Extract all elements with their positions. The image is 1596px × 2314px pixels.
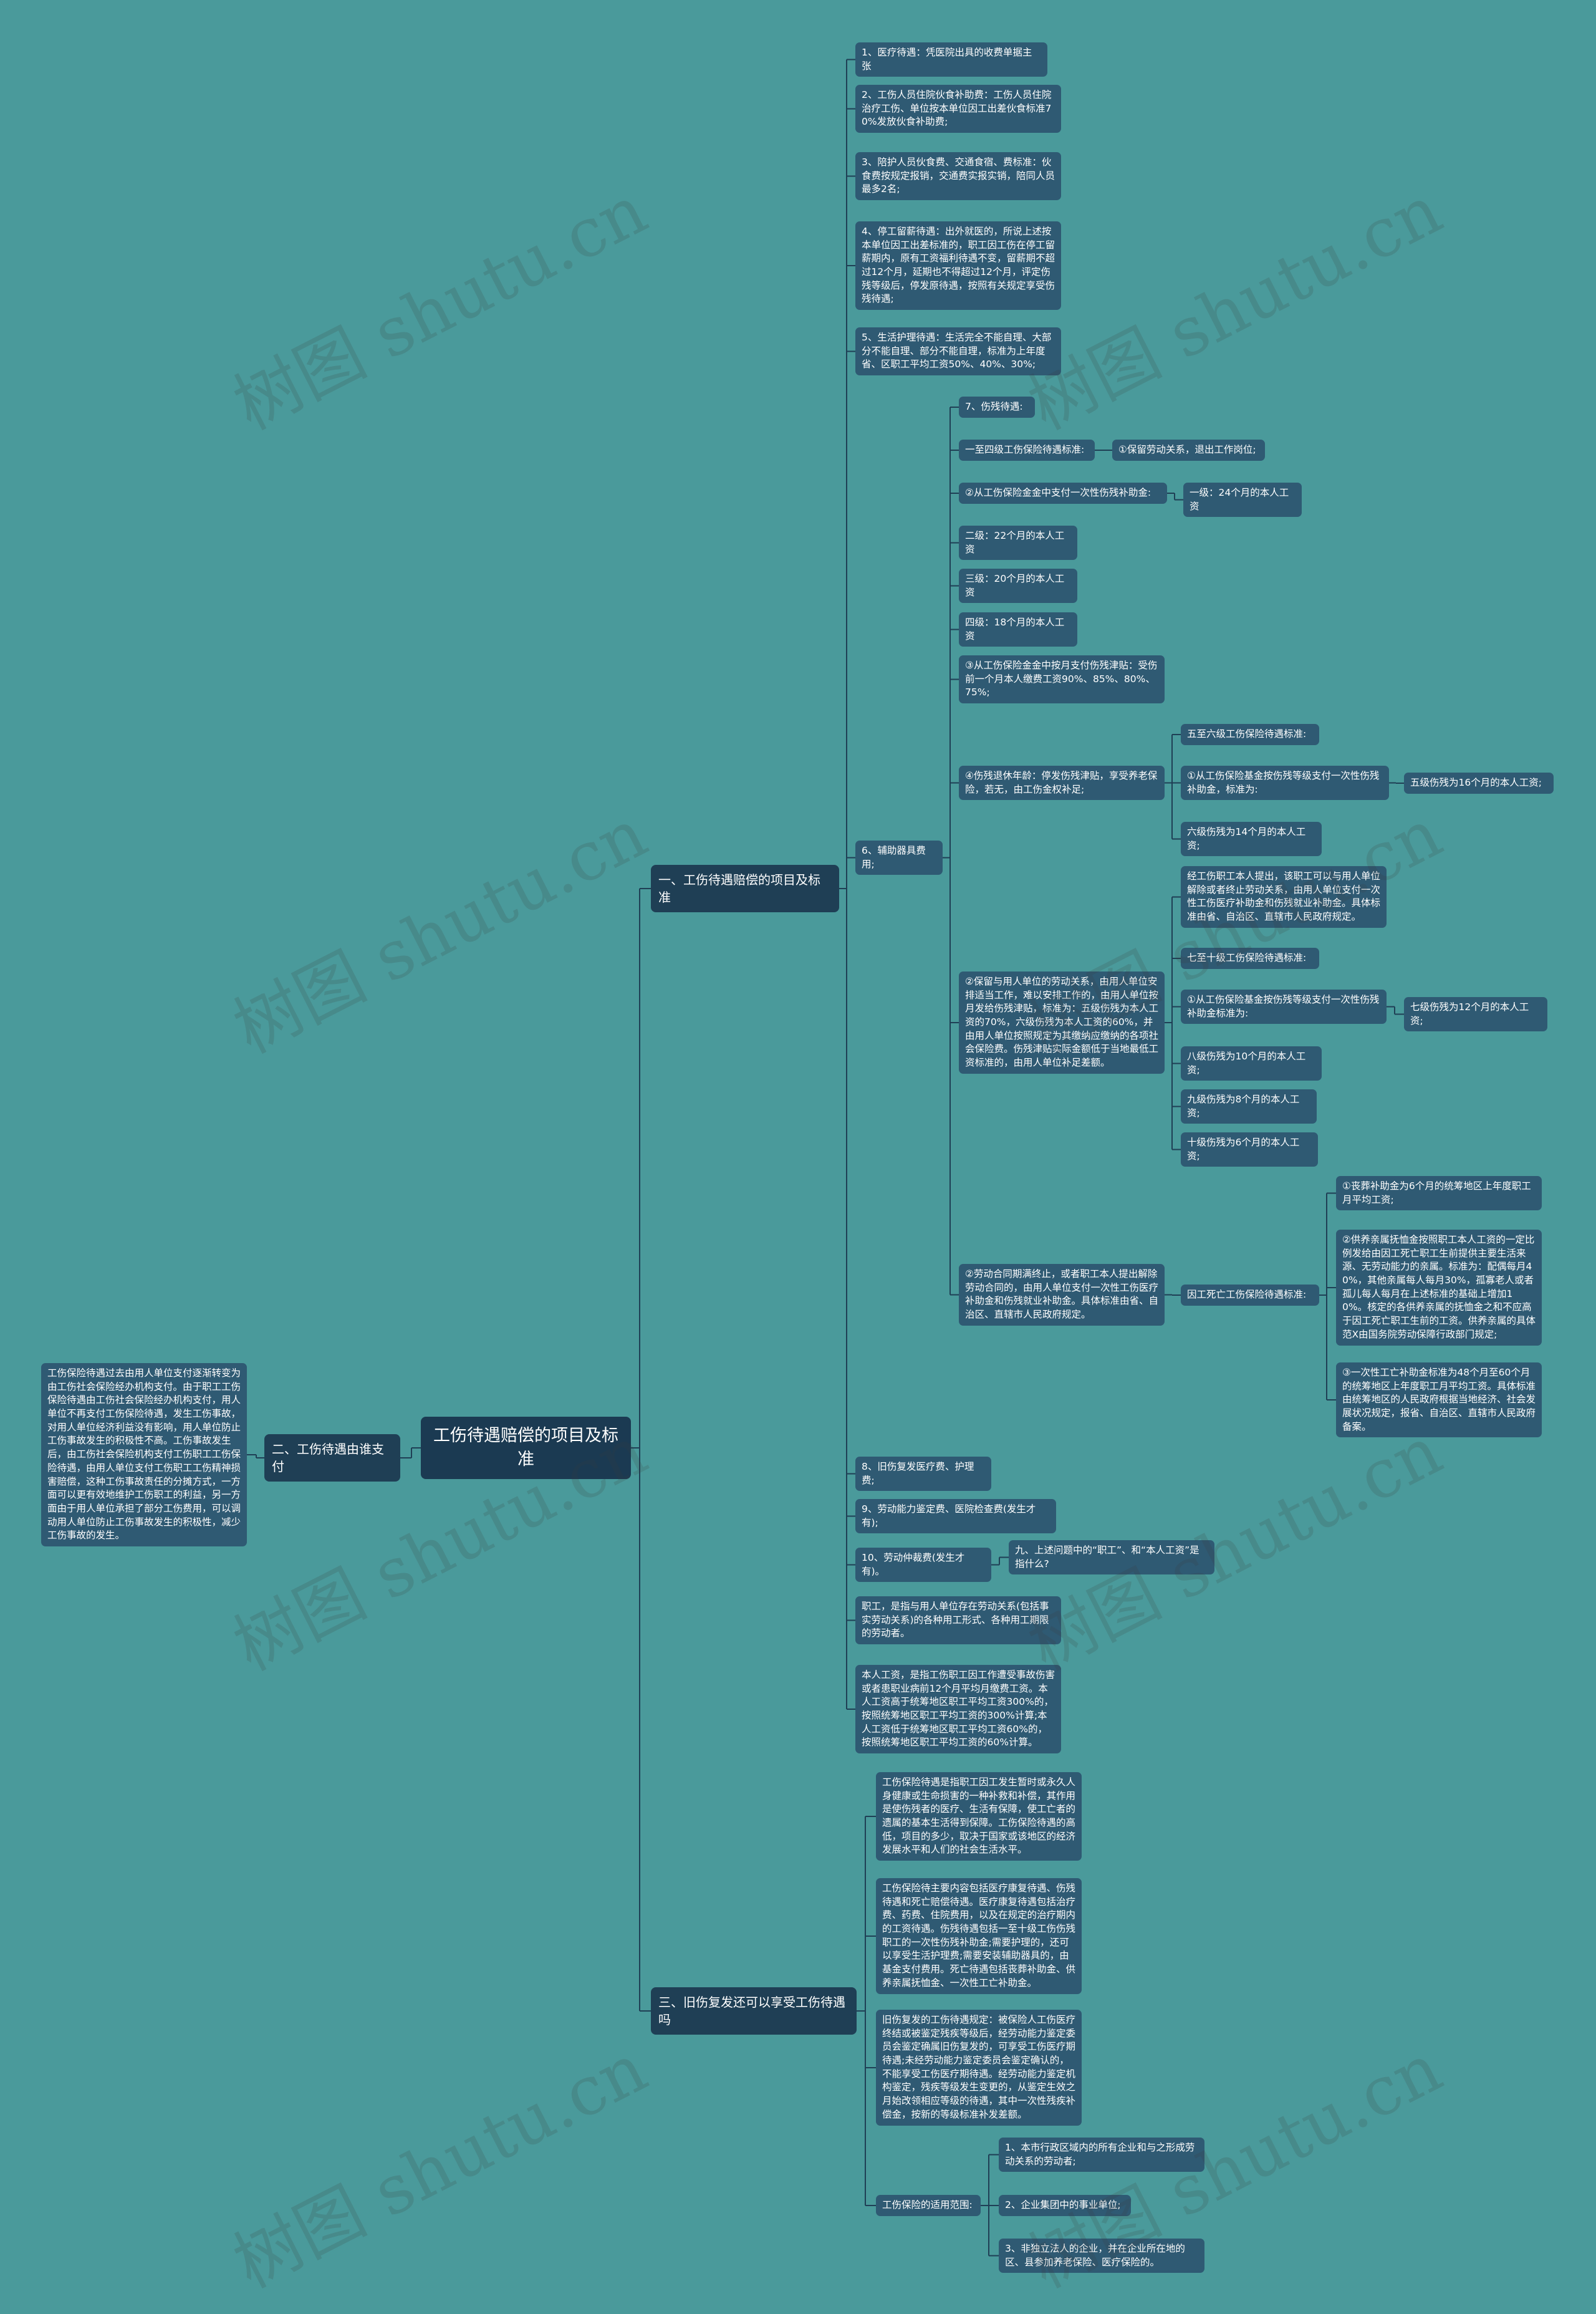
six-i4: 八级伤残为10个月的本人工资;	[1181, 1046, 1322, 1081]
b3-item-1: 工伤保险待遇是指职工因工发生暂时或永久人身健康或生命损害的一种补救和补偿，其作用…	[876, 1772, 1082, 1861]
six-i1: 经工伤职工本人提出，该职工可以与用人单位解除或者终止劳动关系，由用人单位支付一次…	[1181, 866, 1387, 928]
b3-scope-3: 3、非独立法人的企业，并在企业所在地的区、县参加养老保险、医疗保险的。	[999, 2239, 1204, 2273]
six-j1b: ②供养亲属抚恤金按照职工本人工资的一定比例发给由因工死亡职工生前提供主要生活来源…	[1336, 1230, 1542, 1346]
six-h2a: 五级伤残为16个月的本人工资;	[1404, 773, 1554, 794]
b3-item-3: 旧伤复发的工伤待遇规定：被保险人工伤医疗终结或被鉴定残疾等级后，经劳动能力鉴定委…	[876, 2010, 1082, 2126]
six-a: 7、伤残待遇:	[959, 397, 1035, 418]
six-j[interactable]: ②劳动合同期满终止，或者职工本人提出解除劳动合同的，由用人单位支付一次性工伤医疗…	[959, 1264, 1165, 1326]
six-j1a: ①丧葬补助金为6个月的统筹地区上年度职工月平均工资;	[1336, 1176, 1542, 1211]
six-h1: 五至六级工伤保险待遇标准:	[1181, 724, 1319, 745]
six-i5: 九级伤残为8个月的本人工资;	[1181, 1089, 1317, 1124]
six-h3: 六级伤残为14个月的本人工资;	[1181, 822, 1322, 857]
b1-item-10[interactable]: 10、劳动仲裁费(发生才有)。	[855, 1548, 991, 1583]
b1-item-5: 5、生活护理待遇：生活完全不能自理、大部分不能自理、部分不能自理，标准为上年度省…	[855, 327, 1061, 376]
b3-item-scope[interactable]: 工伤保险的适用范围:	[876, 2195, 981, 2216]
six-i[interactable]: ②保留与用人单位的劳动关系，由用人单位安排适当工作，难以安排工作的，由用人单位按…	[959, 971, 1165, 1074]
six-b[interactable]: 一至四级工伤保险待遇标准:	[959, 440, 1095, 461]
b1-item-3: 3、陪护人员伙食费、交通食宿、费标准：伙食费按规定报销，交通费实报实销，陪同人员…	[855, 152, 1061, 201]
six-i6: 十级伤残为6个月的本人工资;	[1181, 1132, 1318, 1167]
branch-items-standards[interactable]: 一、工伤待遇赔偿的项目及标准	[651, 865, 839, 912]
root-topic[interactable]: 工伤待遇赔偿的项目及标准	[421, 1417, 631, 1479]
six-f: 四级：18个月的本人工资	[959, 612, 1077, 647]
b1-item-1: 1、医疗待遇：凭医院出具的收费单据主张	[855, 42, 1047, 77]
six-c[interactable]: ②从工伤保险金金中支付一次性伤残补助金:	[959, 483, 1167, 504]
b3-scope-2: 2、企业集团中的事业单位;	[999, 2195, 1131, 2216]
b3-scope-1: 1、本市行政区域内的所有企业和与之形成劳动关系的劳动者;	[999, 2138, 1204, 2172]
b1-item-6[interactable]: 6、辅助器具费用;	[855, 841, 943, 875]
six-i3[interactable]: ①从工伤保险基金按伤残等级支付一次性伤残补助金标准为:	[1181, 990, 1387, 1024]
six-i2: 七至十级工伤保险待遇标准:	[1181, 948, 1319, 969]
six-g: ③从工伤保险金金中按月支付伤残津贴：受伤前一个月本人缴费工资90%、85%、80…	[959, 655, 1165, 704]
six-e: 三级：20个月的本人工资	[959, 569, 1077, 604]
six-h[interactable]: ④伤残退休年龄：停发伤残津贴，享受养老保险，若无，由工伤金权补足;	[959, 766, 1165, 801]
six-c1: 一级：24个月的本人工资	[1183, 483, 1302, 518]
b1-item-worker-def: 职工，是指与用人单位存在劳动关系(包括事实劳动关系)的各种用工形式、各种用工期限…	[855, 1596, 1061, 1645]
six-j1[interactable]: 因工死亡工伤保险待遇标准:	[1181, 1285, 1319, 1306]
b1-item10-question: 九、上述问题中的“职工”、和“本人工资”是指什么?	[1009, 1540, 1214, 1575]
branch-who-pays[interactable]: 二、工伤待遇由谁支付	[264, 1434, 400, 1482]
b1-item-9: 9、劳动能力鉴定费、医院检查费(发生才有);	[855, 1499, 1056, 1534]
six-b1: ①保留劳动关系，退出工作岗位;	[1112, 440, 1265, 461]
branch-old-injury[interactable]: 三、旧伤复发还可以享受工伤待遇吗	[651, 1987, 857, 2035]
six-i3a: 七级伤残为12个月的本人工资;	[1404, 997, 1547, 1032]
b1-item-wage-def: 本人工资，是指工伤职工因工作遭受事故伤害或者患职业病前12个月平均月缴费工资。本…	[855, 1665, 1061, 1754]
six-h2[interactable]: ①从工伤保险基金按伤残等级支付一次性伤残补助金，标准为:	[1181, 766, 1389, 801]
six-d: 二级：22个月的本人工资	[959, 526, 1077, 561]
b1-item-8: 8、旧伤复发医疗费、护理费;	[855, 1457, 991, 1492]
b3-item-2: 工伤保险待主要内容包括医疗康复待遇、伤残待遇和死亡赔偿待遇。医疗康复待遇包括治疗…	[876, 1878, 1082, 1994]
b1-item-2: 2、工伤人员住院伙食补助费：工伤人员住院治疗工伤、单位按本单位因工出差伙食标准7…	[855, 85, 1061, 133]
who-pays-text: 工伤保险待遇过去由用人单位支付逐渐转变为由工伤社会保险经办机构支付。由于职工工伤…	[41, 1363, 247, 1546]
b1-item-4: 4、停工留薪待遇：出外就医的，所说上述按本单位因工出差标准的，职工因工伤在停工留…	[855, 221, 1061, 311]
six-j1c: ③一次性工亡补助金标准为48个月至60个月的统筹地区上年度职工月平均工资。具体标…	[1336, 1362, 1542, 1438]
